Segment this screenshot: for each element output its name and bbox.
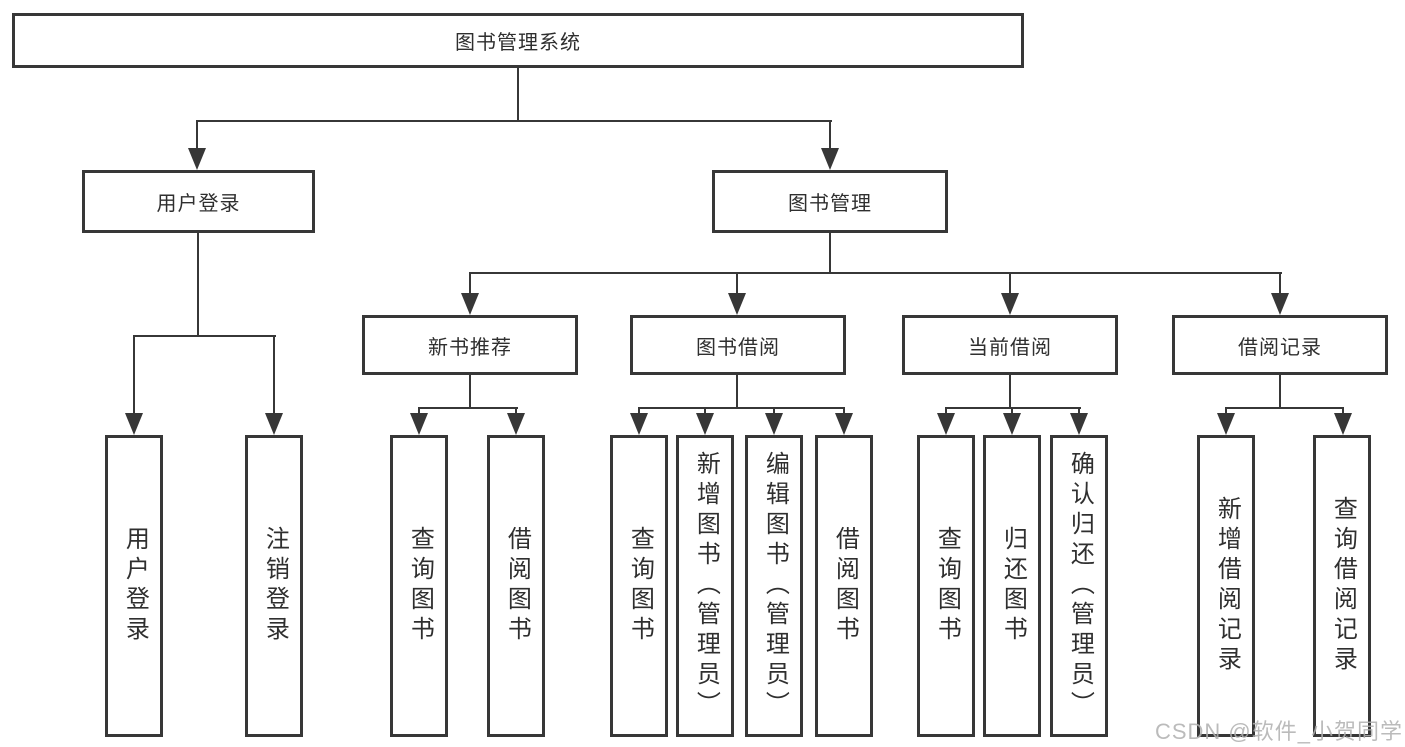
- leaf-br-add-record: 新增借阅记录: [1197, 435, 1255, 737]
- connector-drop-leaf: [133, 335, 135, 413]
- arrowhead-down-icon: [630, 413, 648, 435]
- node-book-borrow-label: 图书借阅: [696, 336, 780, 359]
- node-borrow-records: 借阅记录: [1172, 315, 1388, 375]
- arrowhead-down-icon: [821, 148, 839, 170]
- arrowhead-down-icon: [1217, 413, 1235, 435]
- arrowhead-down-icon: [125, 413, 143, 435]
- leaf-bb-query-books: 查询图书: [610, 435, 668, 737]
- csdn-watermark: CSDN @软件_小贺同学: [1154, 719, 1403, 744]
- connector-drop-leaf: [1078, 407, 1080, 413]
- node-current-borrow: 当前借阅: [902, 315, 1118, 375]
- connector-new-book-rec-stem: [469, 375, 471, 407]
- arrowhead-down-icon: [461, 293, 479, 315]
- leaf-cb-return-books: 归还图书: [983, 435, 1041, 737]
- node-current-borrow-label: 当前借阅: [968, 336, 1052, 359]
- leaf-rec-borrow-books-label: 借阅图书: [503, 526, 531, 646]
- arrowhead-down-icon: [937, 413, 955, 435]
- connector-root-crossbar: [196, 120, 832, 122]
- node-root-label: 图书管理系统: [455, 32, 581, 54]
- leaf-rec-borrow-books: 借阅图书: [487, 435, 545, 737]
- node-book-mgmt-branch: 图书管理: [712, 170, 948, 233]
- connector-current-borrow-stem: [1009, 375, 1011, 407]
- connector-borrow-records-crossbar: [1225, 407, 1344, 409]
- connector-book-borrow-crossbar: [638, 407, 845, 409]
- connector-drop-leaf: [515, 407, 517, 413]
- connector-drop-leaf: [1011, 407, 1013, 413]
- connector-root-stem: [517, 68, 519, 120]
- arrowhead-down-icon: [265, 413, 283, 435]
- arrowhead-down-icon: [835, 413, 853, 435]
- connector-drop-leaf: [704, 407, 706, 413]
- connector-drop-leaf: [638, 407, 640, 413]
- leaf-cb-return-books-label: 归还图书: [999, 526, 1027, 646]
- node-book-mgmt-branch-label: 图书管理: [788, 193, 872, 215]
- leaf-bb-borrow-books: 借阅图书: [815, 435, 873, 737]
- leaf-bb-borrow-books-label: 借阅图书: [831, 526, 859, 646]
- leaf-br-add-record-label: 新增借阅记录: [1213, 496, 1241, 676]
- leaf-cb-query-books-label: 查询图书: [933, 526, 961, 646]
- node-user-login-branch-label: 用户登录: [156, 193, 241, 215]
- connector-drop-book-mgmt: [829, 120, 831, 148]
- leaf-bb-add-books-admin: 新增图书（管理员）: [676, 435, 734, 737]
- connector-book-mgmt-crossbar: [469, 272, 1282, 274]
- node-new-book-rec: 新书推荐: [362, 315, 578, 375]
- arrowhead-down-icon: [765, 413, 783, 435]
- leaf-cb-confirm-return-admin: 确认归还（管理员）: [1050, 435, 1108, 737]
- connector-book-mgmt-stem: [829, 233, 831, 272]
- connector-user-login-crossbar: [133, 335, 276, 337]
- connector-drop-leaf: [773, 407, 775, 413]
- arrowhead-down-icon: [410, 413, 428, 435]
- connector-drop-leaf: [418, 407, 420, 413]
- arrowhead-down-icon: [1003, 413, 1021, 435]
- connector-drop-leaf: [1342, 407, 1344, 413]
- arrowhead-down-icon: [728, 293, 746, 315]
- node-root: 图书管理系统: [12, 13, 1024, 68]
- connector-drop-leaf: [1225, 407, 1227, 413]
- leaf-rec-query-books-label: 查询图书: [406, 526, 434, 646]
- connector-borrow-records-stem: [1279, 375, 1281, 407]
- leaf-br-query-record-label: 查询借阅记录: [1329, 496, 1357, 676]
- arrowhead-down-icon: [507, 413, 525, 435]
- connector-drop-user-login: [196, 120, 198, 148]
- leaf-bb-edit-books-admin-label: 编辑图书（管理员）: [761, 451, 789, 721]
- node-user-login-branch: 用户登录: [82, 170, 315, 233]
- connector-drop-leaf: [843, 407, 845, 413]
- connector-drop-group: [1279, 272, 1281, 293]
- connector-book-borrow-stem: [736, 375, 738, 407]
- connector-user-login-stem: [197, 233, 199, 335]
- node-new-book-rec-label: 新书推荐: [428, 336, 512, 359]
- leaf-user-login-label: 用户登录: [121, 526, 149, 646]
- connector-current-borrow-crossbar: [945, 407, 1081, 409]
- leaf-logout: 注销登录: [245, 435, 303, 737]
- leaf-br-query-record: 查询借阅记录: [1313, 435, 1371, 737]
- leaf-user-login: 用户登录: [105, 435, 163, 737]
- arrowhead-down-icon: [696, 413, 714, 435]
- arrowhead-down-icon: [1070, 413, 1088, 435]
- leaf-cb-confirm-return-admin-label: 确认归还（管理员）: [1066, 451, 1094, 721]
- connector-drop-group: [1009, 272, 1011, 293]
- arrowhead-down-icon: [1271, 293, 1289, 315]
- arrowhead-down-icon: [188, 148, 206, 170]
- connector-drop-group: [469, 272, 471, 293]
- leaf-bb-add-books-admin-label: 新增图书（管理员）: [692, 451, 720, 721]
- connector-drop-group: [736, 272, 738, 293]
- node-borrow-records-label: 借阅记录: [1238, 336, 1322, 359]
- node-book-borrow: 图书借阅: [630, 315, 846, 375]
- connector-drop-leaf: [945, 407, 947, 413]
- leaf-rec-query-books: 查询图书: [390, 435, 448, 737]
- leaf-bb-query-books-label: 查询图书: [626, 526, 654, 646]
- leaf-cb-query-books: 查询图书: [917, 435, 975, 737]
- connector-drop-leaf: [273, 335, 275, 413]
- arrowhead-down-icon: [1334, 413, 1352, 435]
- arrowhead-down-icon: [1001, 293, 1019, 315]
- connector-new-book-rec-crossbar: [418, 407, 518, 409]
- leaf-bb-edit-books-admin: 编辑图书（管理员）: [745, 435, 803, 737]
- leaf-logout-label: 注销登录: [261, 526, 289, 646]
